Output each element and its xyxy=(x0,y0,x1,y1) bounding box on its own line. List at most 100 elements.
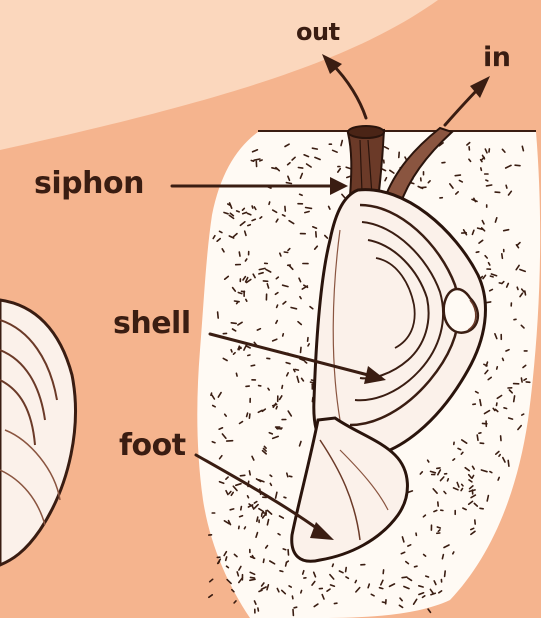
sand-speck xyxy=(234,601,236,603)
sand-speck xyxy=(269,433,272,434)
sand-speck xyxy=(346,568,347,572)
sand-speck xyxy=(438,530,440,531)
sand-speck xyxy=(462,484,463,486)
sand-speck xyxy=(303,571,304,574)
sand-speck xyxy=(218,312,219,318)
sand-speck xyxy=(504,230,509,231)
sand-speck xyxy=(522,414,524,415)
sand-speck xyxy=(305,362,307,363)
sand-speck xyxy=(251,365,254,366)
sand-speck xyxy=(522,146,523,150)
sand-speck xyxy=(402,577,407,578)
sand-speck xyxy=(247,413,248,416)
sand-speck xyxy=(508,460,509,466)
left-shell-fragment xyxy=(0,300,75,565)
sand-speck xyxy=(479,433,481,434)
sand-speck xyxy=(212,442,215,443)
sand-speck xyxy=(490,472,492,473)
sand-speck xyxy=(210,579,213,581)
label-out: out xyxy=(296,20,340,44)
sand-speck xyxy=(258,608,259,611)
sand-speck xyxy=(499,283,501,284)
sand-speck xyxy=(294,607,297,608)
sand-speck xyxy=(301,347,302,352)
sand-speck xyxy=(448,479,449,481)
sand-speck xyxy=(286,183,291,184)
sand-speck xyxy=(477,435,478,440)
sand-speck xyxy=(455,175,460,176)
sand-speck xyxy=(284,252,287,253)
sand-speck xyxy=(283,549,286,550)
sand-speck xyxy=(298,168,302,169)
sand-speck xyxy=(249,414,250,418)
sand-speck xyxy=(269,202,270,204)
sand-speck xyxy=(227,566,229,567)
sand-speck xyxy=(306,208,312,209)
sand-speck xyxy=(368,584,369,588)
sand-speck xyxy=(283,215,285,216)
sand-speck xyxy=(292,596,293,599)
sand-speck xyxy=(280,253,281,256)
sand-speck xyxy=(284,497,286,498)
sand-speck xyxy=(487,185,492,186)
sand-speck xyxy=(301,591,302,593)
sand-speck xyxy=(251,577,255,578)
sand-speck xyxy=(257,517,258,521)
sand-speck xyxy=(305,212,309,213)
sand-speck xyxy=(434,510,437,511)
sand-speck xyxy=(437,527,440,528)
sand-speck xyxy=(442,555,443,559)
sand-speck xyxy=(515,165,520,166)
sand-speck xyxy=(458,448,461,449)
sand-speck xyxy=(445,571,446,576)
sand-speck xyxy=(498,477,499,480)
sand-speck xyxy=(248,225,251,226)
sand-speck xyxy=(476,252,479,253)
sand-speck xyxy=(525,291,526,295)
sand-speck xyxy=(231,350,232,352)
sand-speck xyxy=(453,459,455,460)
sand-speck xyxy=(248,496,249,498)
label-siphon: siphon xyxy=(34,169,144,199)
sand-speck xyxy=(226,557,227,561)
sand-speck xyxy=(252,206,253,208)
sand-speck xyxy=(490,276,493,277)
sand-speck xyxy=(248,355,250,356)
sand-speck xyxy=(517,287,518,289)
sand-speck xyxy=(234,353,236,355)
sand-speck xyxy=(380,588,383,589)
sand-speck xyxy=(209,595,213,598)
sand-speck xyxy=(300,194,303,195)
sand-speck xyxy=(277,305,278,307)
sand-speck xyxy=(251,161,253,162)
sand-speck xyxy=(250,579,255,580)
sand-speck xyxy=(260,160,262,161)
sand-speck xyxy=(428,609,430,612)
sand-speck xyxy=(312,148,317,149)
sand-speck xyxy=(218,561,219,563)
sand-speck xyxy=(286,363,290,364)
sand-speck xyxy=(260,217,262,218)
sand-speck xyxy=(497,367,498,369)
sand-speck xyxy=(289,476,291,477)
sand-speck xyxy=(268,388,269,390)
label-in: in xyxy=(483,44,510,71)
sand-speck xyxy=(308,344,309,346)
sand-speck xyxy=(503,358,504,360)
sand-speck xyxy=(278,534,280,535)
sand-speck xyxy=(231,323,236,324)
sand-speck xyxy=(504,408,507,409)
sand-speck xyxy=(246,299,247,301)
sand-speck xyxy=(347,176,350,177)
sand-speck xyxy=(238,293,242,294)
sand-speck xyxy=(294,370,295,372)
sand-speck xyxy=(499,455,500,457)
sand-speck xyxy=(437,468,440,469)
sand-speck xyxy=(453,552,454,554)
sand-speck xyxy=(240,516,243,517)
sand-speck xyxy=(282,386,283,389)
sand-speck xyxy=(240,475,244,476)
sand-speck xyxy=(481,160,482,162)
sand-speck xyxy=(239,252,240,256)
